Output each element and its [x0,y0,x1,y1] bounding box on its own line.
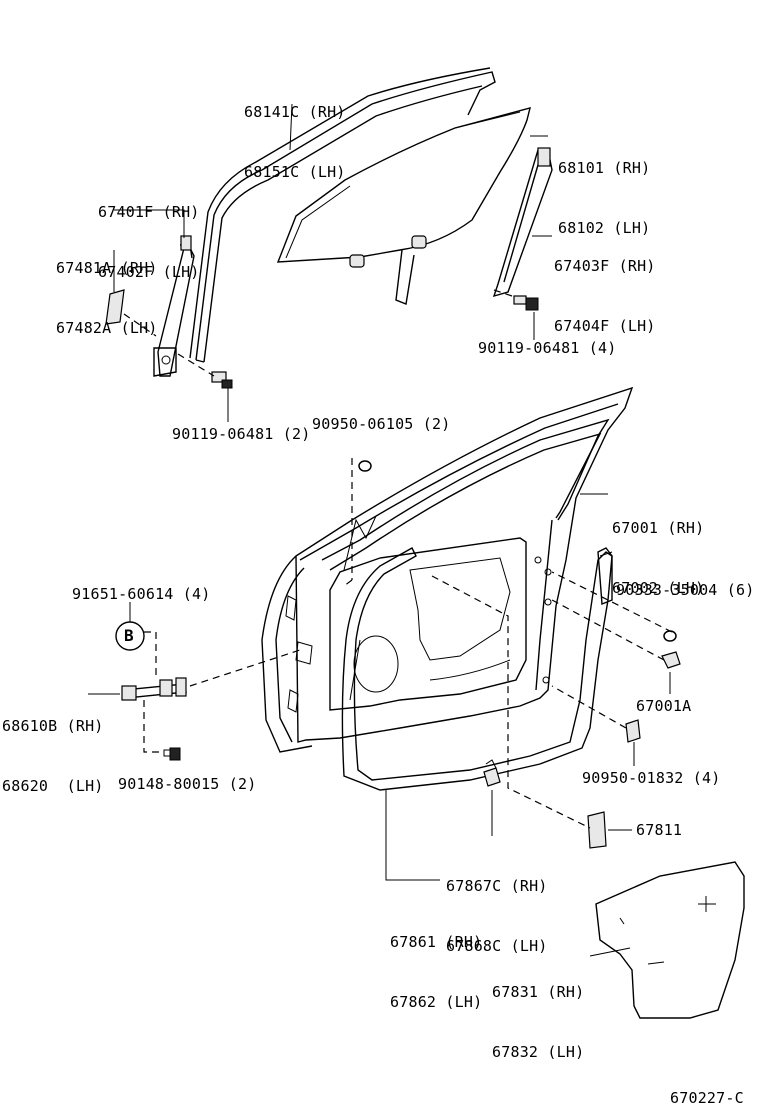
label-hinge-bolt: 91651-60614 (4) [72,585,211,603]
channel-seal [105,289,125,325]
label-channel-seal: 67481A (RH) 67482A (LH) [56,259,158,337]
hole-plug [663,630,677,642]
rear-seal-strip [597,547,613,606]
label-service-cover: 67831 (RH) 67832 (LH) [492,983,585,1061]
label-door-panel: 67001 (RH) 67002 (LH) [612,519,705,597]
front-lower-channel [153,235,195,377]
label-plug-upper: 90950-06105 (2) [312,415,451,433]
label-weatherstrip-clip: 67867C (RH) 67868C (LH) [446,877,548,955]
label-cushion: 67811 [636,821,683,839]
door-weatherstrip [341,547,613,791]
bolt-front-channel [211,371,233,389]
leader-glass-run [289,103,293,151]
door-front-edge [261,555,313,753]
label-door-check: 68610B (RH) 68620 (LH) [2,717,104,795]
label-bolt-rear-channel: 90119-06481 (4) [478,339,617,357]
plug-lower [625,719,641,743]
label-plug-a: 67001A [636,697,692,715]
service-hole-cover [595,861,745,1019]
door-glass [276,107,531,305]
plug-67001a [661,651,681,669]
label-bolt-front-channel: 90119-06481 (2) [172,425,311,443]
label-glass-run: 68141C (RH) 68151C (LH) [244,103,346,181]
callout-b-label: B [124,626,134,645]
door-check [121,677,187,701]
leader-weatherstrip [385,790,440,881]
label-check-bolt: 90148-80015 (2) [118,775,257,793]
plug-upper [358,460,372,472]
figure-id: 670227-C [670,1089,744,1107]
label-plug-lower: 90950-01832 (4) [582,769,721,787]
bolt-rear-channel [513,295,539,311]
rear-lower-channel [492,147,553,298]
check-bolt [163,747,181,761]
label-rear-channel: 67403F (RH) 67404F (LH) [554,257,656,335]
label-front-channel: 67401F (RH) 67402F (LH) [98,203,200,281]
door-panel [295,386,634,743]
leader-cover [589,947,631,957]
label-weatherstrip: 67861 (RH) 67862 (LH) [390,933,483,1011]
label-hole-plug: 90333-35004 (6) [616,581,755,599]
label-door-glass: 68101 (RH) 68102 (LH) [558,159,651,237]
weatherstrip-clip [483,759,501,787]
glass-run-channel [189,67,496,363]
leader-front-channel [114,209,185,238]
cushion [587,811,607,849]
